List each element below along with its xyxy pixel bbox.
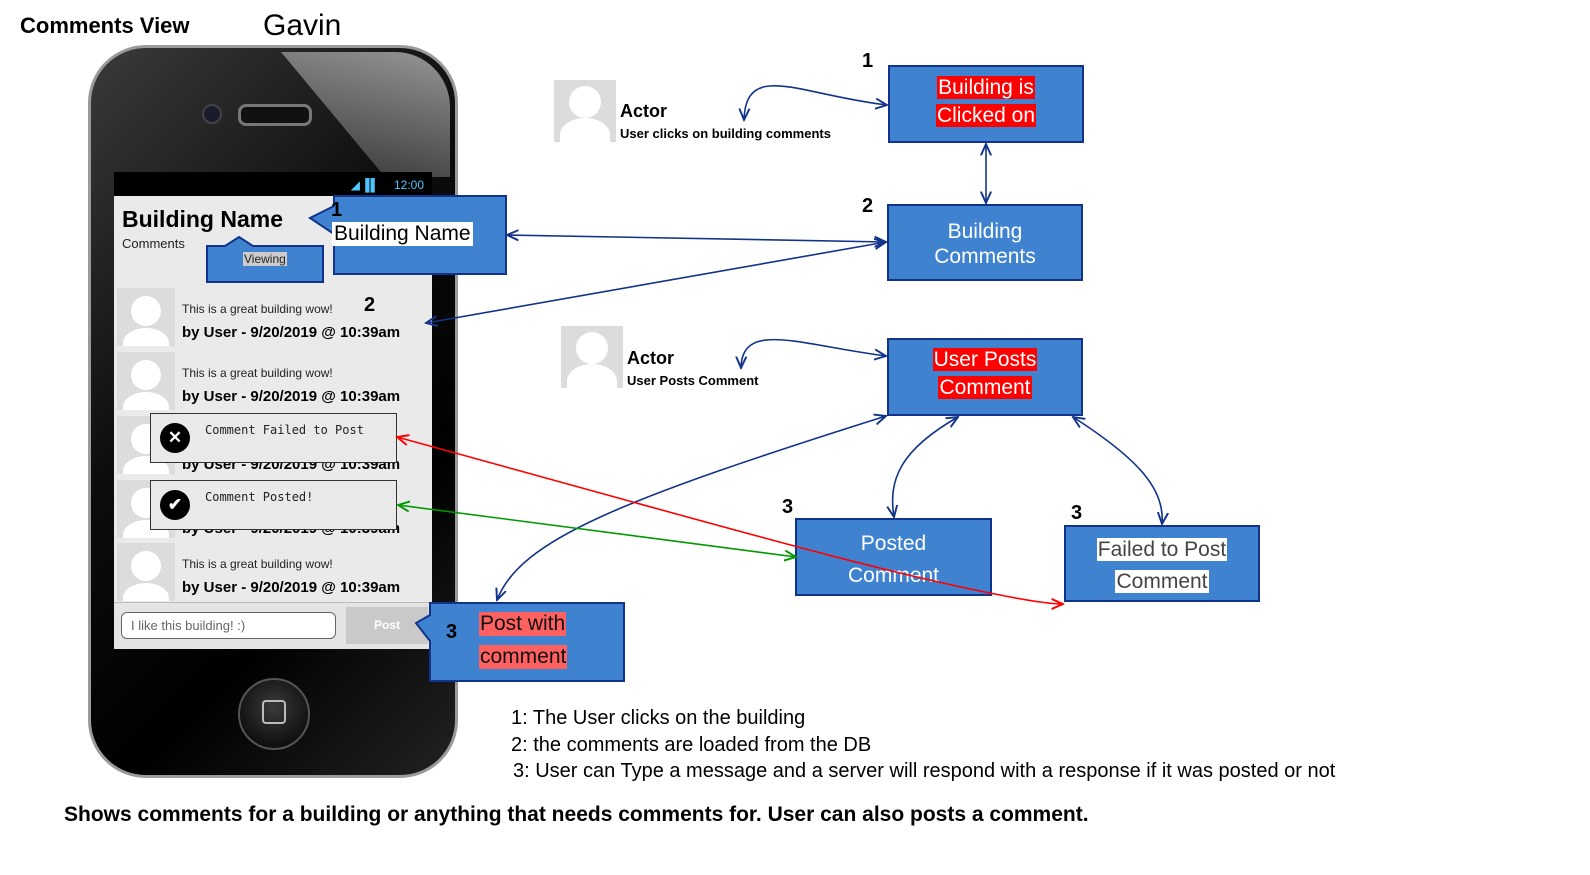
home-square-icon	[262, 700, 286, 724]
actor-avatar	[561, 326, 623, 388]
comment-input[interactable]: I like this building! :)	[121, 612, 336, 639]
callout-number-3: 3	[446, 621, 458, 643]
home-button[interactable]	[238, 678, 310, 750]
building-clicked-box: Building is Clicked on	[888, 65, 1084, 143]
toast-posted-text: Comment Posted!	[205, 490, 314, 504]
building-name-title: Building Name	[122, 206, 284, 232]
step-number-2: 2	[862, 195, 874, 217]
toast-failed: ✕ Comment Failed to Post	[150, 413, 397, 463]
toast-posted: ✔ Comment Posted!	[150, 480, 397, 530]
comment-author: by User - 9/20/2019 @ 10:39am	[182, 388, 401, 405]
building-clicked-line2: Clicked on	[935, 104, 1037, 127]
note-2: 2: the comments are loaded from the DB	[511, 734, 872, 756]
user-posts-box: User Posts Comment	[887, 338, 1083, 416]
user-posts-line1: User Posts	[932, 348, 1038, 371]
check-icon: ✔	[160, 490, 190, 520]
comment-text: This is a great building wow!	[182, 557, 333, 571]
wifi-signal-battery-icon: ◢▐▌	[350, 178, 380, 192]
actor1-name: Actor	[620, 101, 668, 121]
callout-number-1: 1	[331, 199, 343, 221]
building-clicked-line1: Building is	[937, 76, 1035, 99]
comment-row: This is a great building wow! by User - …	[114, 286, 432, 348]
toast-failed-text: Comment Failed to Post	[205, 423, 364, 437]
note-3: 3: User can Type a message and a server …	[513, 760, 1336, 782]
viewing-label: Viewing	[243, 252, 287, 266]
post-button[interactable]: Post	[346, 607, 428, 644]
building-comments-line1: Building	[947, 220, 1023, 243]
comment-text: This is a great building wow!	[182, 302, 333, 316]
footer-caption: Shows comments for a building or anythin…	[64, 803, 1089, 826]
callout-number-2: 2	[364, 294, 376, 316]
status-time: 12:00	[393, 178, 424, 192]
avatar	[117, 543, 175, 601]
comments-subtitle: Comments	[122, 236, 185, 251]
avatar	[117, 352, 175, 410]
note-1: 1: The User clicks on the building	[511, 707, 806, 729]
comment-row: This is a great building wow! by User - …	[114, 541, 432, 603]
post-callout-line1: Post with	[479, 612, 567, 636]
building-comments-line2: Comments	[934, 245, 1036, 268]
close-icon: ✕	[160, 423, 190, 453]
avatar	[117, 288, 175, 346]
post-callout-line2: comment	[479, 645, 568, 669]
camera-icon	[202, 104, 222, 124]
failed-line2: Comment	[1115, 570, 1209, 593]
failed-comment-box: Failed to Post Comment	[1064, 525, 1260, 602]
actor1-desc: User clicks on building comments	[620, 126, 831, 141]
user-posts-line2: Comment	[938, 376, 1032, 399]
comment-author: by User - 9/20/2019 @ 10:39am	[182, 579, 401, 596]
failed-line1: Failed to Post	[1096, 538, 1228, 561]
building-comments-box: Building Comments	[887, 204, 1083, 281]
comment-row: This is a great building wow! by User - …	[114, 350, 432, 412]
post-callout-shape	[414, 602, 625, 682]
speaker-grille	[238, 104, 312, 126]
comment-author: by User - 9/20/2019 @ 10:39am	[182, 324, 401, 341]
view-title: Comments View	[20, 13, 190, 38]
author-name: Gavin	[263, 9, 342, 42]
actor2-desc: User Posts Comment	[627, 373, 759, 388]
status-bar: ◢▐▌ 12:00	[114, 172, 432, 196]
actor-avatar	[554, 80, 616, 142]
comment-text: This is a great building wow!	[182, 366, 333, 380]
step-number-1: 1	[862, 50, 874, 72]
actor2-name: Actor	[627, 348, 675, 368]
